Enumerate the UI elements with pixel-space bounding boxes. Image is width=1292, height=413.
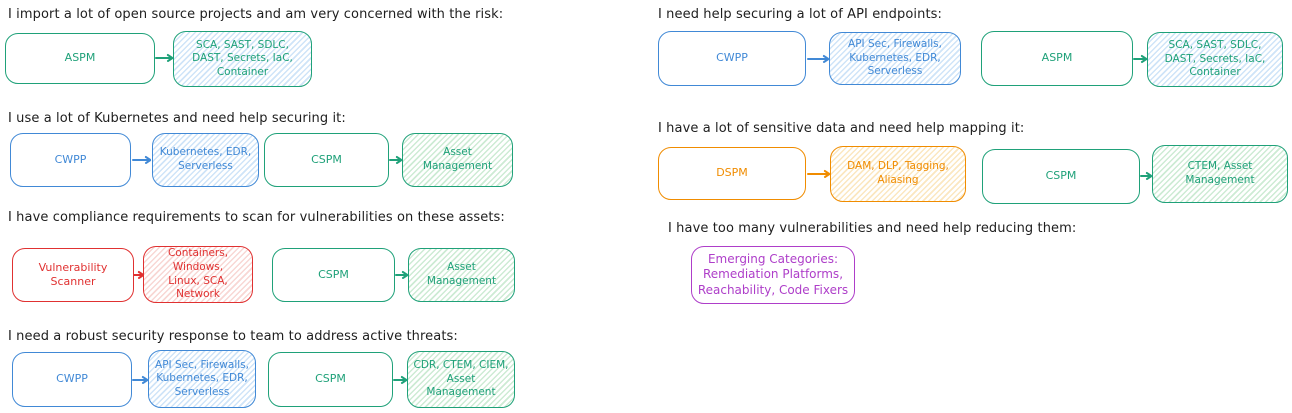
box-aspm-capabilities: SCA, SAST, SDLC, DAST, Secrets, IaC, Con… [173, 31, 312, 87]
box-vulnerability-scanner: Vulnerability Scanner [12, 248, 134, 302]
box-cwpp-capabilities: API Sec, Firewalls, Kubernetes, EDR, Ser… [148, 350, 256, 408]
flow-arrow [395, 274, 407, 276]
flow-arrow [807, 173, 829, 175]
flow-arrow [807, 58, 828, 60]
box-emerging-categories: Emerging Categories: Remediation Platfor… [691, 246, 855, 304]
box-aspm-capabilities: SCA, SAST, SDLC, DAST, Secrets, IaC, Con… [1147, 32, 1283, 87]
flow-arrow [155, 57, 172, 59]
box-aspm: ASPM [5, 33, 155, 84]
flow-heading: I import a lot of open source projects a… [8, 7, 504, 22]
box-aspm: ASPM [981, 31, 1133, 86]
box-cwpp: CWPP [658, 31, 806, 86]
box-dspm: DSPM [658, 147, 806, 200]
box-cspm-capabilities: Asset Management [408, 248, 515, 302]
box-scanner-capabilities: Containers, Windows, Linux, SCA, Network [143, 246, 253, 303]
flow-heading: I have a lot of sensitive data and need … [658, 121, 1025, 136]
box-cspm: CSPM [982, 149, 1140, 204]
box-cwpp-capabilities: Kubernetes, EDR, Serverless [152, 133, 259, 187]
box-cwpp-capabilities: API Sec, Firewalls, Kubernetes, EDR, Ser… [829, 32, 961, 85]
flow-arrow [132, 159, 150, 161]
box-cspm-capabilities: CTEM, Asset Management [1152, 145, 1288, 203]
box-cwpp: CWPP [10, 133, 131, 187]
box-cspm-capabilities: Asset Management [402, 133, 513, 187]
flow-heading: I have compliance requirements to scan f… [8, 210, 505, 225]
flow-arrow [389, 159, 401, 161]
flow-arrow [393, 379, 406, 381]
flow-arrow [132, 379, 147, 381]
box-cspm: CSPM [268, 352, 393, 407]
flow-heading: I use a lot of Kubernetes and need help … [8, 111, 346, 126]
flow-heading: I have too many vulnerabilities and need… [668, 221, 1077, 236]
box-cspm: CSPM [264, 133, 389, 187]
flow-arrow [133, 274, 143, 276]
flow-heading: I need help securing a lot of API endpoi… [658, 7, 943, 22]
box-dspm-capabilities: DAM, DLP, Tagging, Aliasing [830, 146, 966, 202]
flow-arrow [1140, 175, 1151, 177]
box-cspm-capabilities: CDR, CTEM, CIEM, Asset Management [407, 351, 515, 408]
box-cwpp: CWPP [12, 352, 132, 407]
box-cspm: CSPM [272, 248, 395, 302]
flow-heading: I need a robust security response to tea… [8, 329, 458, 344]
flow-arrow [1133, 58, 1146, 60]
